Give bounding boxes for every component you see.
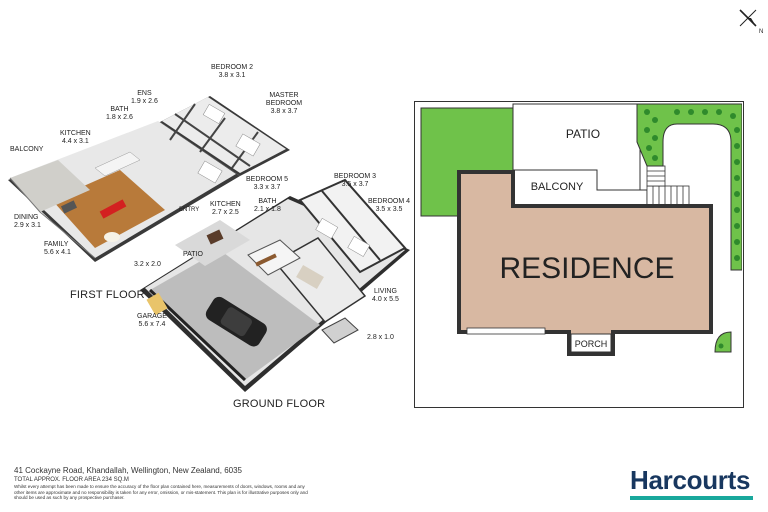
property-address: 41 Cockayne Road, Khandallah, Wellington…: [14, 466, 242, 475]
compass-north-label: N: [759, 29, 763, 34]
room-label-patio-dim: 3.2 x 2.0: [134, 261, 161, 268]
site-plan-drawing: PATIO BALCONY RESIDENCE: [420, 103, 743, 356]
room-label-patio-lower: PATIO: [183, 251, 203, 258]
ground-floor-model: [140, 178, 410, 392]
car: [205, 296, 267, 347]
lawn-corner: [714, 331, 732, 353]
compass-icon: N: [739, 9, 763, 35]
site-plan: PATIO BALCONY RESIDENCE: [414, 101, 744, 408]
room-label-porch-dim: 2.8 x 1.0: [367, 334, 394, 341]
room-label-entry: ENTRY: [179, 207, 200, 213]
ground-floor-title: GROUND FLOOR: [233, 398, 326, 410]
balcony-deck: [10, 160, 90, 212]
sofa: [99, 199, 127, 219]
porch-area: [570, 333, 612, 353]
porch-label: PORCH: [575, 339, 608, 349]
stairs: [646, 165, 690, 209]
first-floor-model: [8, 96, 290, 262]
floor-plan-drawing: [8, 96, 410, 392]
residence-label: RESIDENCE: [499, 252, 674, 285]
harcourts-logo: Harcourts: [630, 465, 751, 495]
harcourts-logo-bar: [630, 496, 753, 500]
garden-strip: [636, 103, 743, 271]
first-floor-title: FIRST FLOOR: [70, 289, 145, 301]
patio-label: PATIO: [566, 127, 600, 141]
total-floor-area: TOTAL APPROX. FLOOR AREA 234 SQ.M: [14, 477, 129, 483]
disclaimer: Whilst every attempt has been made to en…: [14, 484, 308, 501]
garden-shrubs: [644, 109, 740, 261]
balcony-label: BALCONY: [531, 181, 584, 193]
room-label-balcony: BALCONY: [10, 146, 44, 153]
north-compass: N: [734, 4, 764, 35]
